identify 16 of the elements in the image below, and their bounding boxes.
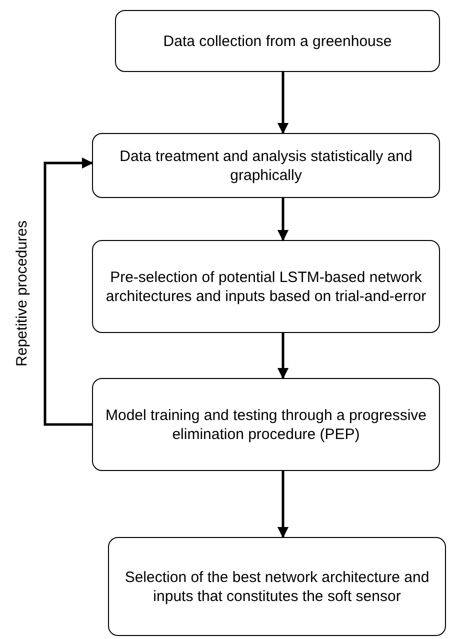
box-text: Data treatment and analysis statistically and graphically <box>118 146 414 184</box>
arrow <box>277 471 289 538</box>
box-text: Data collection from a greenhouse <box>163 32 392 50</box>
edge-label: Repetitive procedures <box>13 220 30 367</box>
box-text: Model training and testing through a progressive elimination procedure (PEP) <box>104 406 428 444</box>
arrow <box>44 157 94 426</box>
process-box <box>92 240 440 333</box>
arrow <box>277 333 289 380</box>
process-box <box>115 10 440 72</box>
arrow <box>277 72 289 134</box>
process-box <box>108 537 446 636</box>
arrow <box>277 198 289 242</box>
box-text: Pre-selection of potential LSTM-based network architectures and inputs based on trial-and-error <box>104 268 428 306</box>
process-box <box>92 378 440 471</box>
box-text: Selection of the best network architecture and inputs that constitutes the soft sensor <box>124 568 430 606</box>
process-box <box>92 133 440 198</box>
